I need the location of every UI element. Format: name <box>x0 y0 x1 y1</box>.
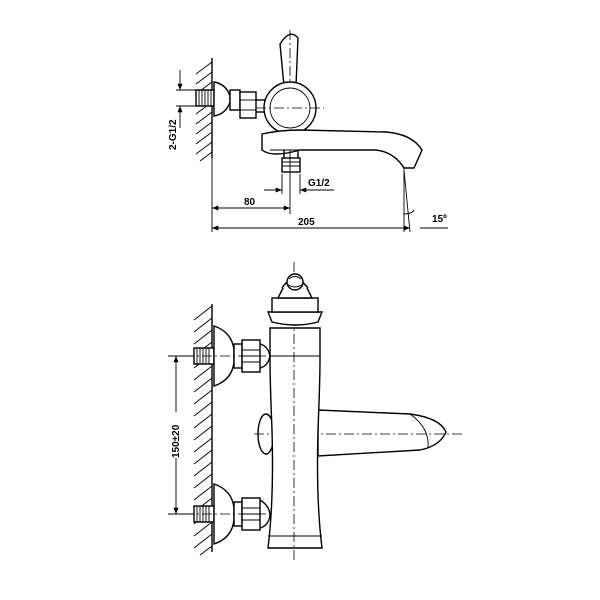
front-view: 150±20 <box>168 262 462 560</box>
dim-outlet-thread-label: G1/2 <box>308 178 330 189</box>
dim-inlet-spacing-label: 150±20 <box>171 424 182 458</box>
side-view-escutcheon <box>213 81 266 119</box>
dim-inlet-spacing: 150±20 <box>168 355 194 515</box>
dim-outlet-thread: G1/2 <box>264 174 334 194</box>
side-view: 2-G1/2 G1/2 80 205 <box>168 30 448 233</box>
side-view-body <box>256 81 324 135</box>
side-view-outlet-thread <box>281 150 301 173</box>
side-view-wall <box>195 58 213 162</box>
front-view-lower-inlet <box>184 483 276 545</box>
front-view-body <box>267 262 323 560</box>
dim-inlet-thread-label: 2-G1/2 <box>168 119 179 150</box>
dim-spout-angle-label: 15º <box>432 214 447 225</box>
dim-overall-depth-label: 205 <box>298 217 315 228</box>
dim-wall-to-center: 80 <box>211 150 291 232</box>
side-view-inlet-thread <box>195 89 215 107</box>
dim-wall-to-center-label: 80 <box>244 197 256 208</box>
front-view-spout <box>254 409 462 457</box>
dim-spout-angle: 15º <box>403 168 448 232</box>
dim-inlet-thread: 2-G1/2 <box>168 70 196 150</box>
front-view-knob <box>266 273 324 326</box>
dim-overall-depth: 205 <box>212 169 411 233</box>
